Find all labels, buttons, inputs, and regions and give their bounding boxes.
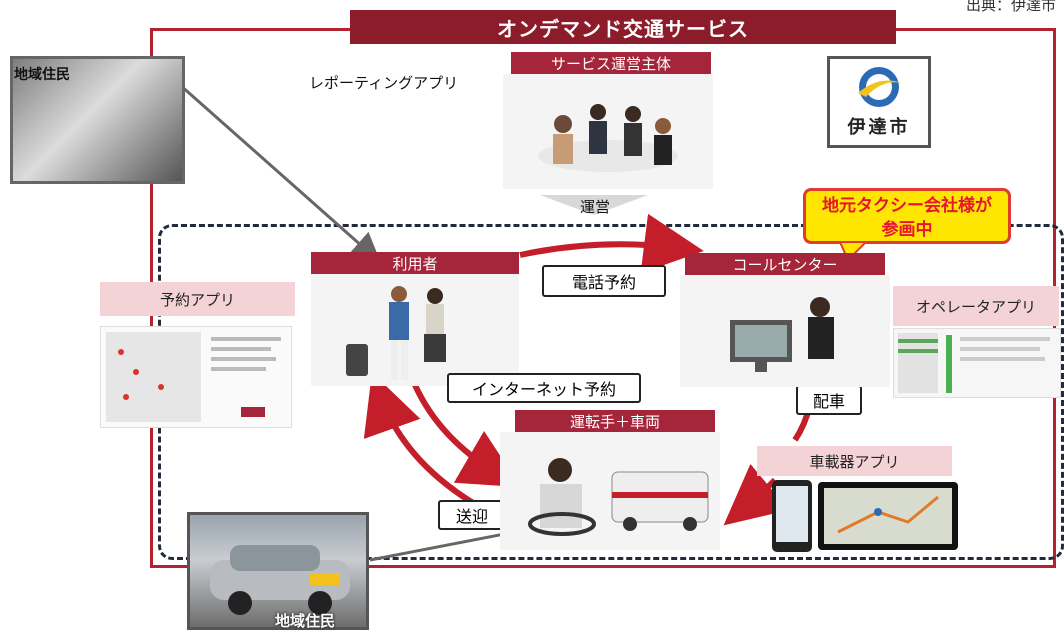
call-center-label: コールセンター [685,253,885,275]
car-photo [187,512,369,630]
internet-flow-arrow [412,383,521,488]
pickup-label: 送迎 [438,500,506,530]
city-logo: 伊達市 [827,56,931,148]
vehicle-app-label: 車載器アプリ [757,446,952,476]
resident-label-top: 地域住民 [14,67,70,83]
call-center-illustration [680,275,890,387]
taxi-callout: 地元タクシー会社様が 参画中 [803,188,1011,244]
phone-booking-label: 電話予約 [542,265,666,297]
phone-device [772,480,812,552]
phone-flow-arrow [519,213,704,274]
operator-app-screenshot [893,328,1061,398]
driver-vehicle-illustration [500,432,720,550]
resident-label-bottom: 地域住民 [275,612,336,630]
user-label: 利用者 [311,252,519,274]
callout-line1: 地元タクシー会社様が [822,196,992,216]
driver-vehicle-label: 運転手＋車両 [515,410,715,432]
report-connector [179,83,381,263]
pickup-flow-arrow [363,372,487,513]
booking-app-screenshot [100,326,292,428]
internet-booking-label: インターネット予約 [447,373,641,403]
operate-label: 運営 [580,198,611,216]
meeting-illustration [503,74,713,189]
callout-line2: 参画中 [881,220,933,240]
dispatch-label: 配車 [796,385,862,415]
operate-arrow [540,195,648,215]
service-operator-label: サービス運営主体 [511,52,711,74]
reporting-app-label: レポーティングアプリ [309,74,459,92]
device-flow-arrow [723,463,789,526]
city-name: 伊達市 [847,117,911,138]
booking-app-label: 予約アプリ [100,282,295,316]
resident-photo [10,56,185,184]
user-illustration [311,274,519,386]
source-credit: 出典：伊達市 [965,0,1056,14]
car-navigation-device [818,482,958,550]
city-emblem-icon [858,67,902,107]
operator-app-label: オペレータアプリ [893,286,1059,326]
diagram-title: オンデマンド交通サービス [350,10,896,44]
car-connector [369,528,526,562]
